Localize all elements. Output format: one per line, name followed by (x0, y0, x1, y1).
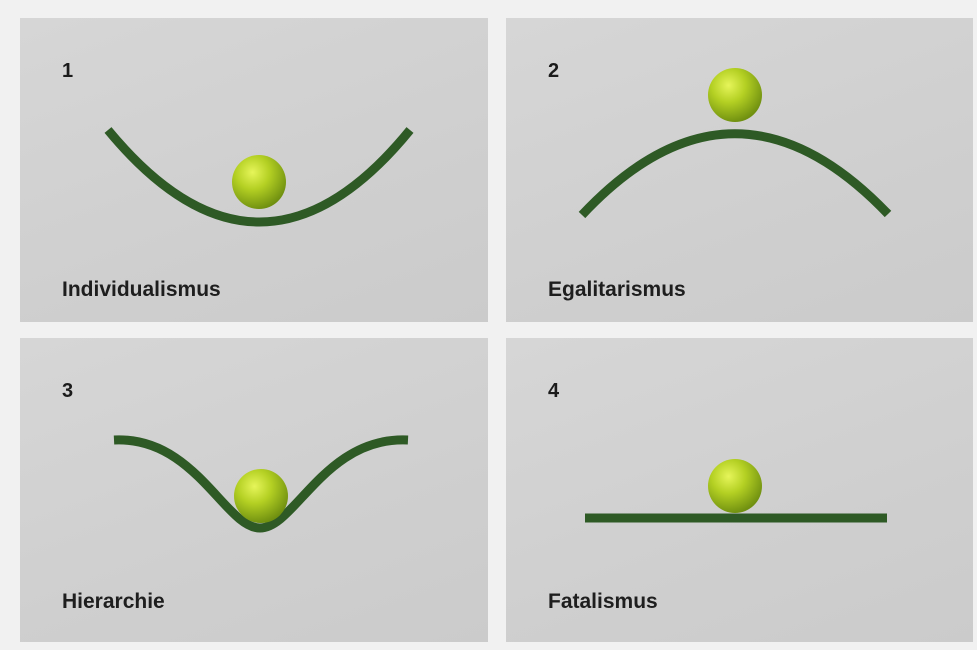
panel-individualismus: 1 Individualismus (20, 18, 488, 322)
bowl-diagram (20, 18, 488, 322)
ball (708, 459, 762, 513)
ball (232, 155, 286, 209)
panel-hierarchie: 3 Hierarchie (20, 338, 488, 642)
panel-label: Fatalismus (548, 590, 658, 614)
panel-label: Individualismus (62, 278, 221, 302)
ball (708, 68, 762, 122)
hill-diagram (506, 18, 973, 322)
panel-fatalismus: 4 Fatalismus (506, 338, 973, 642)
hill-curve (582, 134, 888, 215)
ball (234, 469, 288, 523)
panel-egalitarismus: 2 Egalitarismus (506, 18, 973, 322)
panel-label: Hierarchie (62, 590, 165, 614)
panel-label: Egalitarismus (548, 278, 686, 302)
